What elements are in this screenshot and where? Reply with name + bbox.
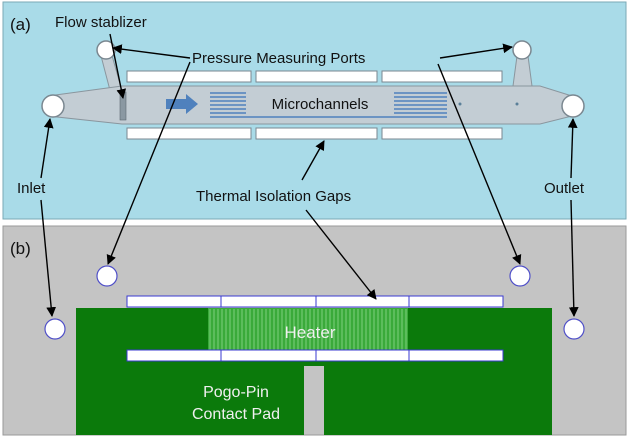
arrow-pressure-port-left-a	[112, 44, 191, 59]
pressure-port-left-b	[96, 265, 118, 287]
thermal-gaps-bottom-b	[126, 349, 504, 362]
thermal-gaps-bottom-a	[126, 127, 503, 140]
arrow-microchannels	[301, 140, 325, 181]
contact-pad-left	[76, 308, 552, 435]
arrow-pressure-port-right-a	[439, 43, 513, 59]
panel-a-label: (a)	[10, 15, 31, 34]
outlet-port	[561, 94, 585, 118]
inlet-port	[41, 94, 65, 118]
heater-serpentine	[209, 309, 407, 353]
flow-stabilizer-label: Flow stablizer	[55, 14, 147, 31]
inlet-label: Inlet	[17, 180, 46, 197]
heater-label: Heater	[284, 323, 335, 342]
microchannel-label-bg	[246, 92, 394, 114]
pad-label-line2: Contact Pad	[192, 406, 280, 423]
pressure-port-right-b	[509, 265, 531, 287]
microchannels-label: Microchannels	[272, 96, 369, 113]
thermal-gaps-label: Thermal Isolation Gaps	[196, 188, 351, 205]
thermal-gaps-top-a	[126, 70, 503, 83]
pressure-tap-dot	[515, 102, 519, 106]
outlet-side-port	[512, 40, 532, 60]
outlet-port-b	[563, 318, 585, 340]
thermal-gaps-top-b	[126, 295, 504, 308]
heater-region	[208, 308, 408, 354]
outlet-label: Outlet	[544, 180, 585, 197]
arrow-inlet-b	[40, 199, 57, 317]
pressure-tap-dot	[458, 102, 462, 106]
arrow-thermal-gap-b	[305, 209, 377, 300]
pressure-ports-label: Pressure Measuring Ports	[192, 50, 365, 67]
pad-label-line1: Pogo-Pin	[203, 384, 269, 401]
leader-arrows	[40, 33, 579, 317]
arrow-inlet-a	[40, 118, 54, 179]
panel-b-label: (b)	[10, 239, 31, 258]
arrow-outlet-a	[567, 118, 578, 179]
arrow-pressure-port-right-b	[437, 63, 522, 265]
inlet-port-b	[44, 318, 66, 340]
arrow-pressure-port-left-b	[106, 61, 191, 265]
flow-direction-icon	[166, 94, 198, 114]
arrow-outlet-b	[568, 199, 579, 317]
